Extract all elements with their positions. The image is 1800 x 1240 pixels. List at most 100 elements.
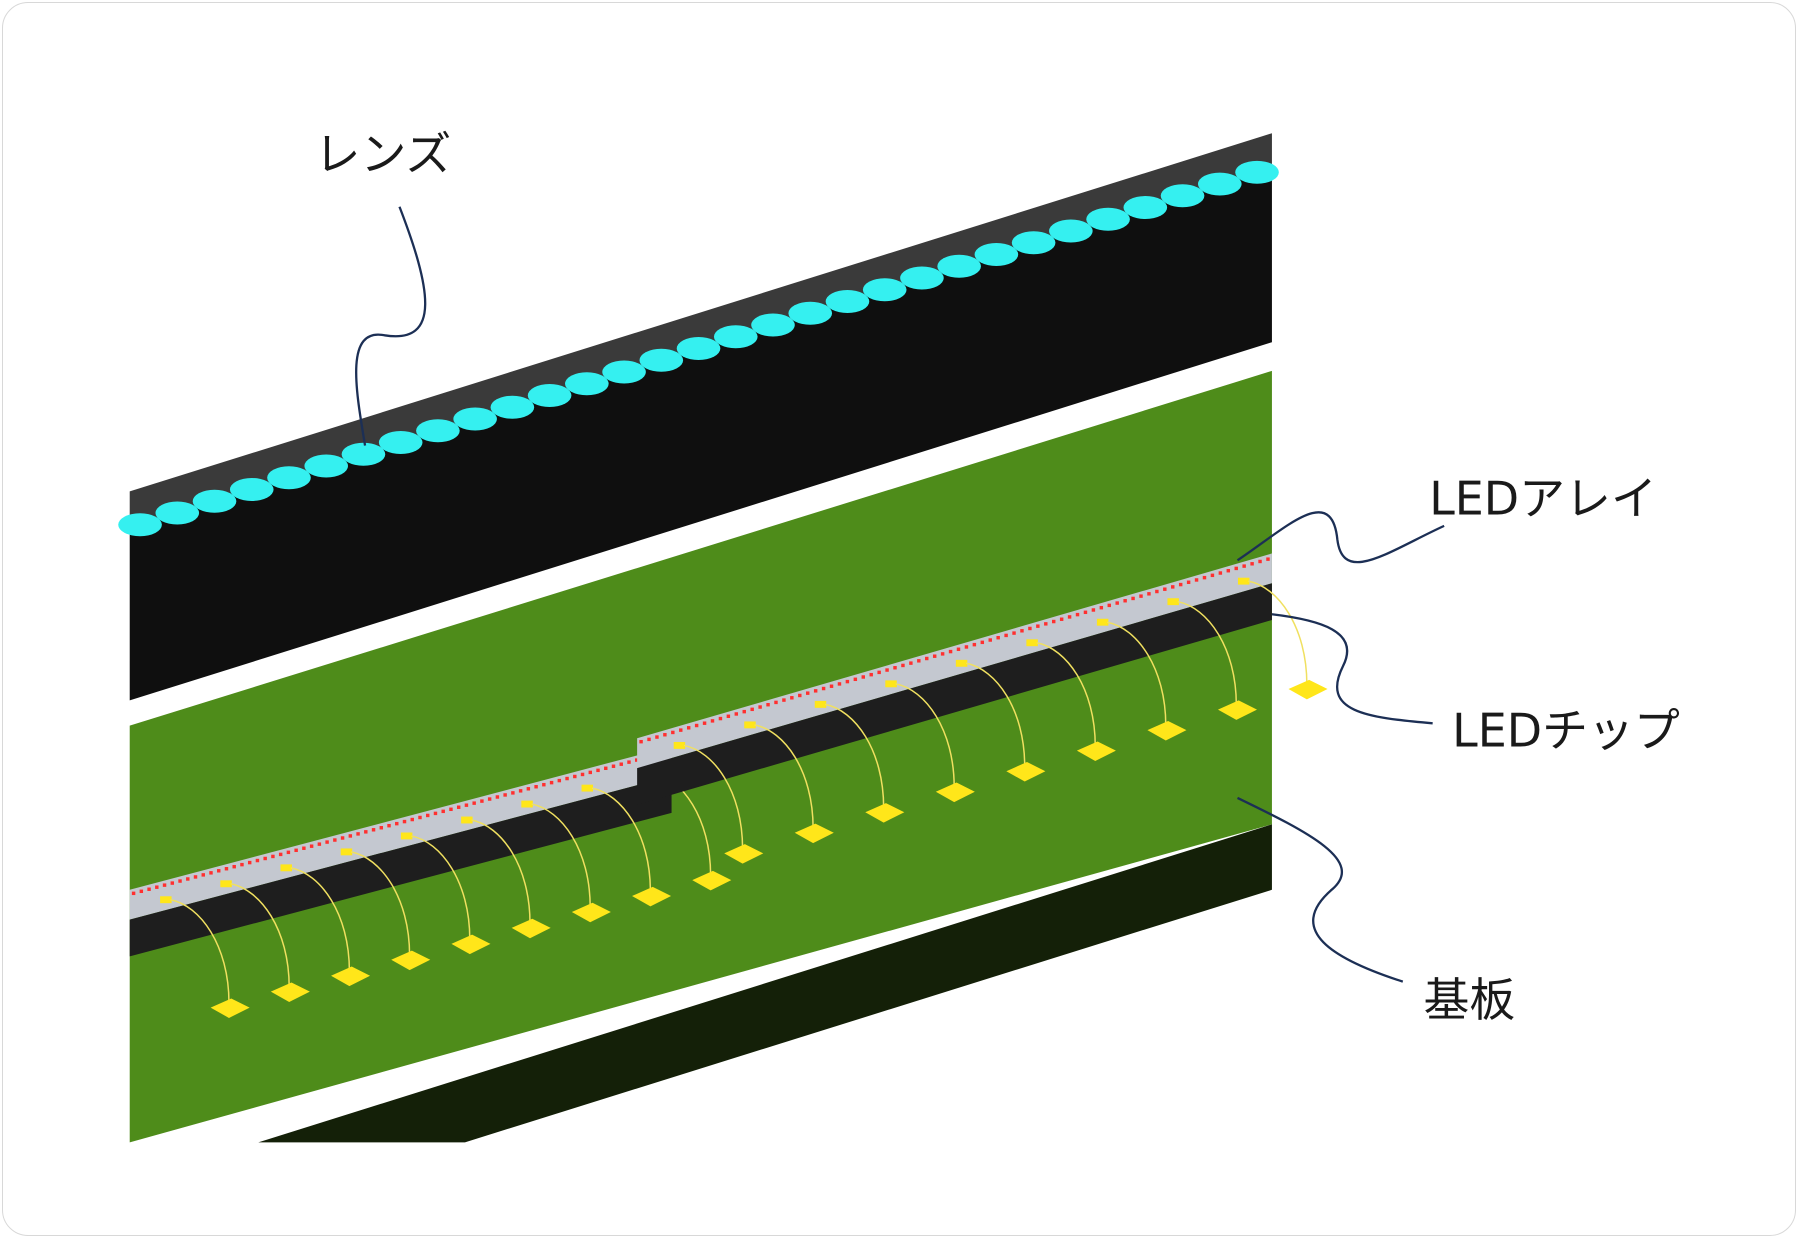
lens	[937, 254, 981, 278]
led-dot	[1155, 589, 1159, 594]
led-dot	[877, 670, 881, 675]
lens	[713, 325, 758, 349]
leader-lines	[355, 206, 1445, 983]
bond-wire	[1177, 600, 1238, 705]
leader-line-led-chip	[1271, 613, 1433, 725]
led-chip-pad	[220, 880, 232, 888]
led-dot	[1012, 631, 1016, 635]
led-dot	[1258, 559, 1262, 564]
lens	[341, 442, 386, 466]
led-dot	[1226, 568, 1231, 573]
bond-wire	[754, 724, 814, 829]
leader-line-substrate	[1236, 796, 1404, 983]
lens-holder	[118, 133, 1279, 701]
led-array	[129, 553, 1328, 1018]
led-dot	[742, 709, 746, 714]
lens	[1011, 231, 1056, 255]
led-dot	[1250, 562, 1254, 566]
led-dot	[325, 840, 329, 844]
led-dot	[972, 642, 977, 647]
lens	[267, 466, 311, 490]
led-dot	[1115, 601, 1119, 605]
led-dot	[573, 774, 577, 779]
led-dot	[909, 661, 913, 665]
lens	[192, 489, 237, 513]
led-dot	[139, 889, 144, 894]
bond-pad	[571, 902, 611, 923]
led-dot	[278, 852, 283, 857]
led-dot	[694, 723, 699, 728]
led-dot	[901, 663, 905, 668]
led-chip-pad	[1237, 577, 1250, 585]
led-dot	[201, 873, 205, 877]
led-chip-pad	[160, 896, 172, 904]
led-dot	[1099, 605, 1104, 610]
label-substrate: 基板	[1423, 973, 1515, 1027]
led-dot	[1131, 596, 1135, 601]
led-dot	[364, 830, 368, 834]
led-dot	[655, 735, 659, 739]
led-dot	[240, 862, 244, 867]
lens	[1049, 219, 1093, 243]
led-chip-pad	[280, 864, 292, 872]
led-dot	[580, 772, 585, 777]
led-dot	[869, 672, 873, 677]
led-array-top	[637, 553, 1272, 769]
led-dot	[340, 836, 345, 840]
led-dot	[247, 860, 252, 865]
led-dot	[209, 871, 213, 875]
led-dot	[426, 813, 430, 818]
led-dot	[379, 826, 384, 830]
led-dot	[1044, 622, 1048, 626]
led-chip-pad	[1096, 618, 1109, 626]
label-led-chip: LEDチップ	[1452, 703, 1680, 757]
bond-pad	[270, 982, 310, 1003]
lens	[1160, 184, 1205, 208]
led-dot	[671, 730, 675, 735]
bond-wire	[591, 787, 652, 892]
led-dot	[147, 887, 151, 891]
led-dot	[647, 737, 651, 742]
led-dot	[932, 654, 937, 658]
bond-wire	[531, 803, 591, 908]
led-dot	[1020, 629, 1024, 633]
lens	[639, 348, 684, 372]
led-dot	[1210, 573, 1215, 578]
led-dot	[286, 850, 291, 855]
led-dot	[925, 656, 929, 661]
led-dot	[162, 883, 167, 887]
bond-pad	[331, 966, 371, 987]
led-dot	[255, 858, 260, 863]
led-dot	[806, 691, 810, 695]
led-dot	[518, 789, 523, 793]
lens	[155, 501, 200, 525]
led-dot	[940, 652, 945, 656]
lens	[900, 266, 944, 290]
led-dot	[604, 766, 608, 771]
led-dot	[1147, 592, 1151, 596]
led-dot	[472, 801, 476, 805]
led-dot	[464, 803, 469, 807]
led-dot	[534, 785, 538, 789]
led-chip-pad	[885, 680, 897, 688]
lens	[862, 278, 907, 302]
led-chip-pad	[955, 659, 968, 667]
bond-wire	[1107, 621, 1167, 726]
led-dot	[702, 721, 707, 725]
led-dot	[734, 712, 739, 716]
led-dot	[1059, 617, 1064, 621]
led-dot	[217, 869, 221, 873]
led-dot	[449, 807, 453, 812]
led-dot	[996, 635, 1000, 640]
lens	[304, 454, 349, 478]
lens	[229, 477, 274, 501]
bond-pad	[1006, 762, 1046, 782]
led-chip-pad	[400, 832, 413, 840]
led-dot	[178, 879, 182, 883]
led-dot	[526, 787, 531, 791]
led-chip-pad	[581, 784, 594, 792]
led-dot	[309, 844, 314, 848]
led-dot	[948, 649, 953, 654]
bond-pad	[1217, 700, 1257, 720]
led-dot	[433, 811, 438, 816]
